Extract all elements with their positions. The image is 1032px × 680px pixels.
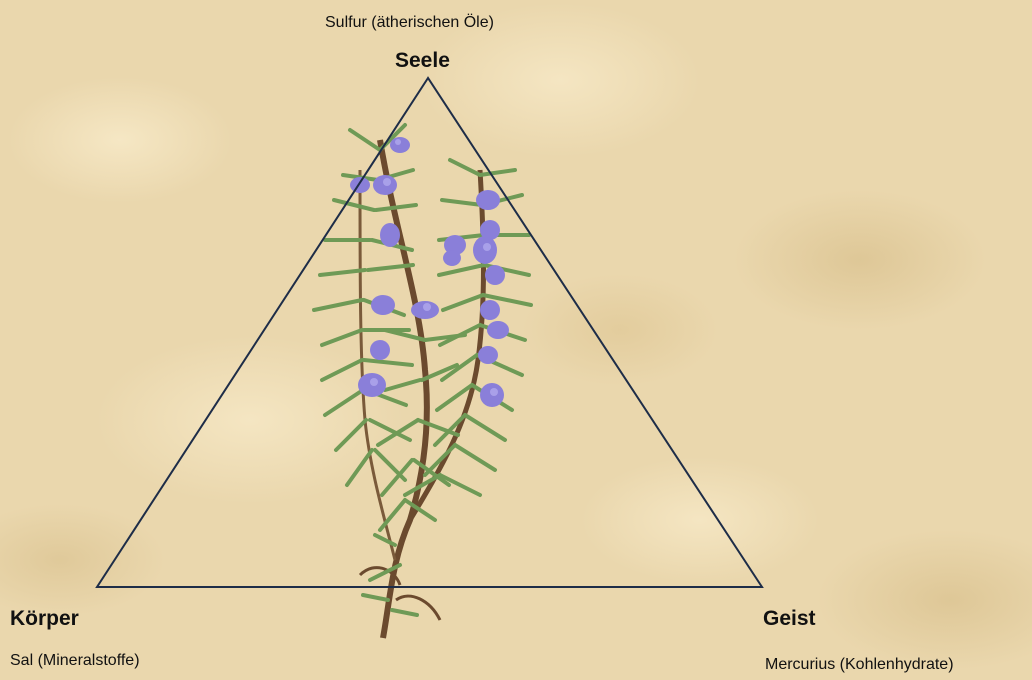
- triangle-outline: [97, 78, 762, 587]
